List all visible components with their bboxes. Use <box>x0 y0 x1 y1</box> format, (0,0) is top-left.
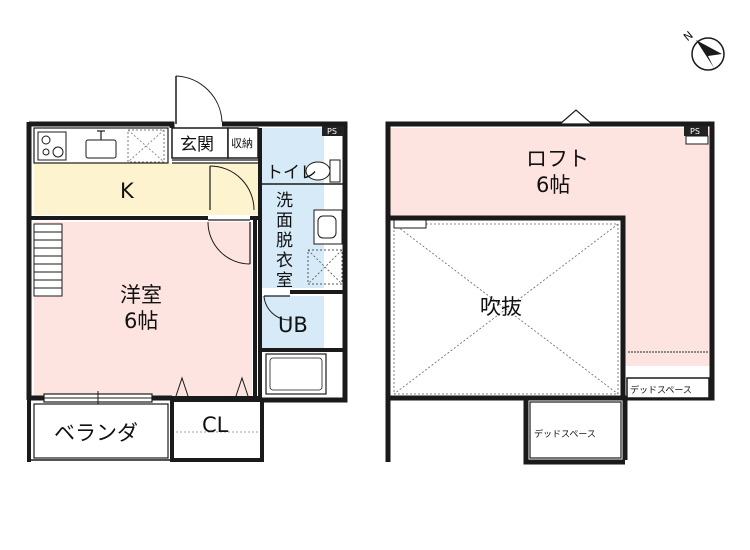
loft-top-vent <box>558 109 594 125</box>
closet-label: CL <box>202 413 229 437</box>
storage-box <box>227 127 259 159</box>
stove-burner-1 <box>41 135 51 145</box>
entrance-door-arc <box>175 75 223 123</box>
storage-label: 収納 <box>231 137 253 150</box>
loft-area <box>390 128 710 366</box>
compass-north-label: N <box>681 29 696 44</box>
washroom-area <box>262 128 324 288</box>
stove-burner-3 <box>42 148 50 156</box>
closet-door-right <box>235 376 249 397</box>
kitchen-label: K <box>120 179 135 203</box>
washroom-char-1: 洗 <box>276 191 293 211</box>
compass: N <box>681 29 725 71</box>
compass-needle-icon <box>696 40 722 68</box>
western-room-name: 洋室 <box>120 283 162 307</box>
stove-burner-2 <box>52 146 64 158</box>
loft-outer-wall <box>385 121 715 460</box>
western-room-size: 6帖 <box>124 309 158 333</box>
veranda <box>33 403 169 459</box>
dead-space-bottom-label: デッドスペース <box>534 428 596 440</box>
veranda-label: ベランダ <box>54 421 138 445</box>
bathtub <box>265 353 327 395</box>
washer-cross-2 <box>307 249 343 285</box>
western-room-area <box>34 222 252 398</box>
bathtub-inner <box>269 357 323 391</box>
loft-name: ロフト <box>526 147 589 171</box>
ps-label-left: PS <box>327 127 337 136</box>
loft-floor: PS デッドスペース デッドスペース ロフト 6帖 吹抜 <box>385 109 715 465</box>
outer-wall <box>29 121 348 403</box>
void-wall <box>388 215 626 401</box>
dead-space-bottom-wall <box>523 400 625 465</box>
bath-door-arc <box>263 295 291 321</box>
washroom-char-2: 面 <box>276 211 293 231</box>
loft-size: 6帖 <box>536 173 570 197</box>
toilet-bowl <box>305 161 331 181</box>
western-door-arc <box>207 221 251 265</box>
ps-box-right <box>684 126 708 136</box>
toilet-tank <box>329 159 341 183</box>
void-border <box>393 223 619 395</box>
closet <box>170 398 264 462</box>
entrance-label: 玄関 <box>180 135 214 155</box>
void-label: 吹抜 <box>480 295 522 319</box>
ps-label-right: PS <box>690 127 700 136</box>
wash-basin-bowl <box>317 215 337 239</box>
bath-area <box>262 296 324 348</box>
fridge-space <box>127 129 165 163</box>
kitchen-area <box>34 163 260 215</box>
bath-label: UB <box>278 313 308 337</box>
washroom-char-5: 室 <box>276 271 293 291</box>
stove <box>37 131 67 161</box>
toilet-label: トイレ <box>266 163 317 183</box>
dead-space-bottom <box>529 401 622 459</box>
washer-space <box>307 249 343 285</box>
dead-space-right <box>626 377 710 399</box>
closet-door-left <box>175 376 189 397</box>
void-cross-2 <box>393 223 619 395</box>
washroom-char-4: 衣 <box>276 251 293 271</box>
first-floor: PS <box>26 75 348 462</box>
washroom-char-3: 脱 <box>276 231 293 251</box>
stairs <box>33 223 63 297</box>
ps-notch-right <box>685 135 709 145</box>
void-window <box>393 219 427 229</box>
fridge-cross-2 <box>127 129 165 163</box>
hall-door-arc <box>209 165 255 211</box>
dead-space-right-label: デッドスペース <box>630 384 692 396</box>
ps-box-left <box>322 126 344 136</box>
